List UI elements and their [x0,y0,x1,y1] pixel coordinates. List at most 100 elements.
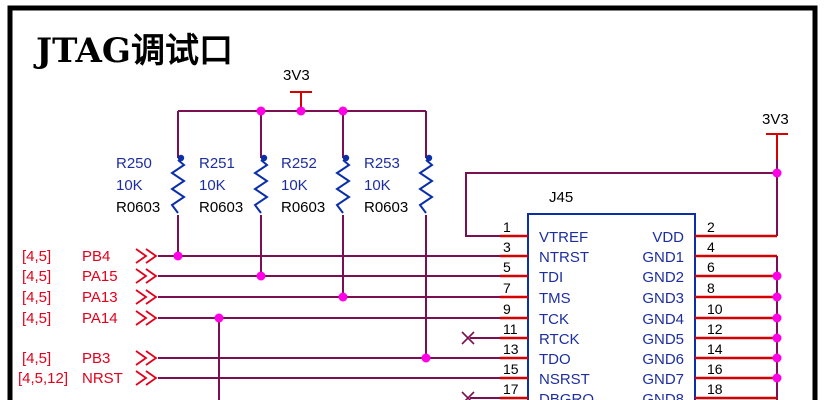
port-arrow-icon [135,310,148,326]
port-arrow-icon [135,350,148,366]
pin-number-right: 6 [707,259,715,275]
wire-vtref-loop [465,172,777,237]
power-3v3-left: 3V3 [283,67,312,110]
pin-name-left: NTRST [539,249,589,266]
port-pa13: [4,5] PA13 [22,289,158,306]
pin-number-right: 8 [707,280,715,296]
port-name: NRST [82,370,123,387]
resistor-value: 10K [199,177,226,194]
pin-number-left: 1 [503,219,511,235]
junction-dot [256,271,266,281]
sheet-title: JTAG调试口 [33,31,233,71]
resistor-r251: R251 10K R0603 [199,111,269,216]
port-name: PA13 [82,289,118,306]
sheet-frame [7,5,818,400]
junction-group [173,106,782,383]
port-pa15: [4,5] PA15 [22,268,158,285]
port-ref: [4,5] [22,248,51,265]
pin-name-right: GND2 [642,269,684,286]
power-label-right: 3V3 [762,111,789,128]
pin-name-right: GND8 [642,391,684,400]
junction-dot [256,106,266,116]
pin-number-left: 13 [503,341,519,357]
port-ref: [4,5,12] [18,370,68,387]
pin-name-left: TCK [539,311,569,328]
resistor-package: R0603 [116,199,160,216]
resistor-group: R25010KR0603R25110KR0603R25210KR0603R253… [116,111,434,216]
port-name: PB3 [82,350,110,367]
resistor-value: 10K [116,177,143,194]
junction-dot [772,353,782,363]
connector-ref: J45 [549,189,573,206]
port-ref: [4,5] [22,350,51,367]
pin-name-right: VDD [652,229,684,246]
junction-dot [772,313,782,323]
port-pb3: [4,5] PB3 [22,350,158,367]
pin-name-right: GND7 [642,371,684,388]
port-arrow-icon [135,268,148,284]
pin-name-left: NSRST [539,371,590,388]
pin-number-left: 3 [503,239,511,255]
port-ref: [4,5] [22,289,51,306]
junction-dot [173,251,183,261]
junction-dot [772,271,782,281]
pin-number-right: 16 [707,361,723,377]
pin-name-right: GND6 [642,351,684,368]
pin-number-left: 9 [503,301,511,317]
port-ref: [4,5] [22,268,51,285]
resistor-package: R0603 [199,199,243,216]
pin-name-left: TMS [539,290,571,307]
resistor-r250: R250 10K R0603 [116,111,186,216]
port-group: [4,5]PB4[4,5]PA15[4,5]PA13[4,5]PA14[4,5]… [18,248,158,387]
port-nrst: [4,5,12] NRST [18,370,158,387]
junction-dot [296,106,306,116]
pin-number-right: 14 [707,341,723,357]
resistor-ref: R250 [116,155,152,172]
junction-dot [772,168,782,178]
pin-name-right: GND5 [642,331,684,348]
junction-dot [421,353,431,363]
pin-number-left: 5 [503,259,511,275]
resistor-ref: R253 [364,155,400,172]
resistor-zigzag [170,159,186,214]
resistor-package: R0603 [281,199,325,216]
connector-body [527,213,696,400]
junction-dot [338,292,348,302]
port-name: PA14 [82,310,118,327]
pin-number-right: 12 [707,321,723,337]
port-arrow-icon [135,248,148,264]
pin-name-left: VTREF [539,229,588,246]
port-name: PA15 [82,268,118,285]
resistor-zigzag [253,159,269,214]
pin-name-right: GND4 [642,311,684,328]
pin1-marker [177,154,185,162]
port-name: PB4 [82,248,110,265]
junction-dot [772,292,782,302]
pin-name-left: DBGRQ [539,391,594,400]
port-arrow-icon [135,289,148,305]
pin-number-right: 18 [707,381,723,397]
port-arrow-icon [135,370,148,386]
pin-number-left: 7 [503,280,511,296]
connector-j45: J45 1VTREF3NTRST5TDI7TMS9TCK11RTCK13TDO1… [500,189,777,400]
junction-dot [772,333,782,343]
pin-number-right: 4 [707,239,715,255]
port-pb4: [4,5] PB4 [22,248,158,265]
pin-name-right: GND3 [642,290,684,307]
resistor-ref: R252 [281,155,317,172]
port-ref: [4,5] [22,310,51,327]
port-pa14: [4,5] PA14 [22,310,158,327]
pin1-marker [425,154,433,162]
pin-name-left: TDO [539,351,571,368]
pin-name-left: RTCK [539,331,580,348]
pin-number-right: 10 [707,301,723,317]
pin-number-left: 11 [503,321,518,337]
pin1-marker [342,154,350,162]
resistor-ref: R251 [199,155,235,172]
resistor-zigzag [418,159,434,214]
power-label-left: 3V3 [283,67,310,84]
junction-dot [214,313,224,323]
resistor-zigzag [335,159,351,214]
